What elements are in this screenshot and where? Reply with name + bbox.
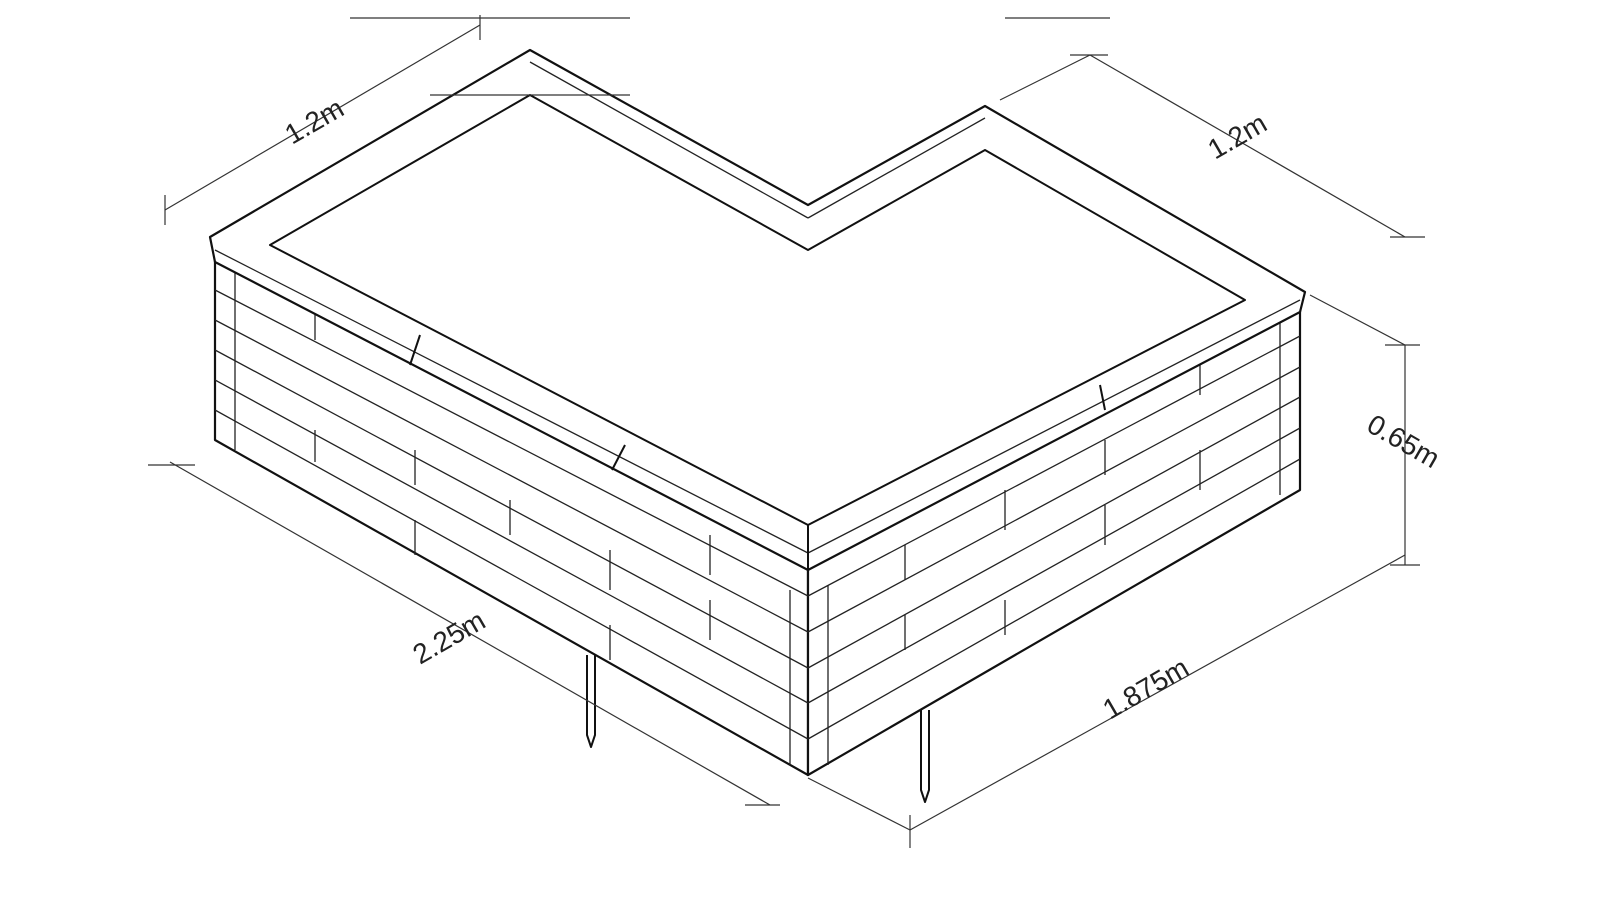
front-walls: [213, 258, 1302, 777]
label-right-length: 1.875m: [1098, 652, 1194, 726]
label-height: 0.65m: [1362, 408, 1445, 474]
label-left-length: 2.25m: [408, 604, 491, 670]
dimension-lines: [148, 15, 1425, 848]
label-left-back-width: 1.2m: [280, 92, 349, 150]
label-right-back-width: 1.2m: [1203, 107, 1272, 165]
